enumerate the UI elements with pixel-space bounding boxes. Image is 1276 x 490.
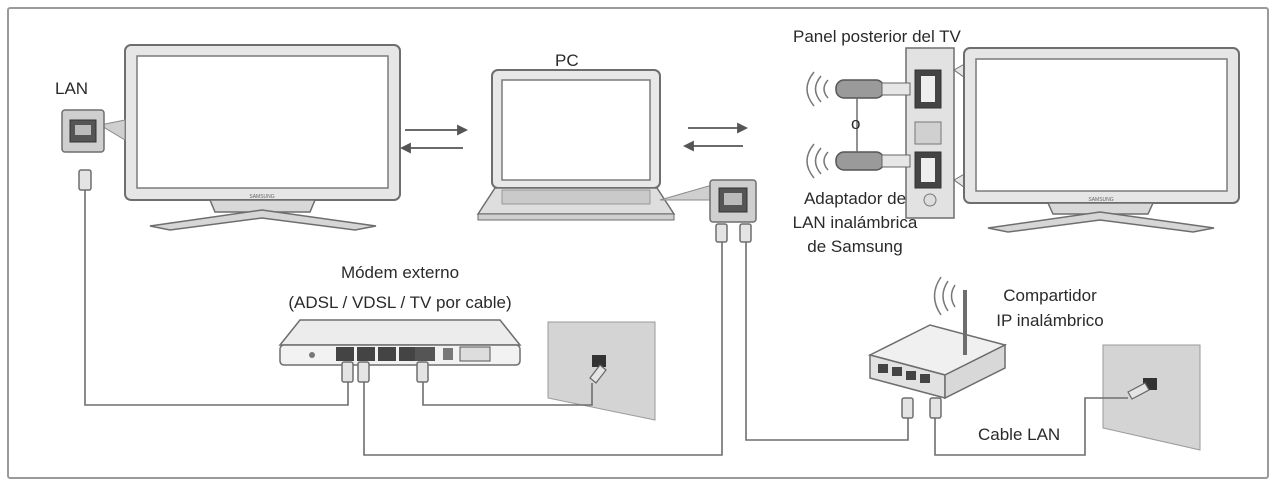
tv-left: SAMSUNG: [124, 44, 401, 231]
tv-left-brand: SAMSUNG: [249, 194, 274, 200]
tv-back-panel: [905, 47, 955, 219]
modem-plug-icon-1: [341, 361, 354, 383]
pc-plug-icon-2: [739, 223, 752, 243]
label-or: o: [851, 114, 861, 133]
modem-plug-icon-2: [357, 361, 370, 383]
label-adapter-line3: de Samsung: [807, 237, 903, 256]
label-adapter-line1: Adaptador de: [803, 189, 907, 208]
modem-plug-icon-3: [416, 361, 429, 383]
pc-plug-icon-1: [715, 223, 728, 243]
tv-right: SAMSUNG: [953, 47, 1240, 233]
arrows-pc-tv: [682, 122, 749, 152]
lan-plug-icon: [78, 169, 92, 191]
router-plug-icon-1: [901, 397, 914, 419]
wireless-router: [867, 276, 1008, 400]
tv-right-brand: SAMSUNG: [1088, 197, 1113, 203]
label-tv-back-panel: Panel posterior del TV: [793, 27, 961, 46]
arrows-tv-pc: [399, 124, 469, 154]
label-modem-line2: (ADSL / VDSL / TV por cable): [288, 293, 512, 312]
wireless-adapter-bottom: [806, 143, 911, 179]
pc-laptop: [476, 69, 676, 221]
lan-port-callout: [61, 109, 126, 153]
wall-jack-modem: [547, 321, 656, 421]
router-plug-icon-2: [929, 397, 942, 419]
label-router-line2: IP inalámbrico: [996, 311, 1104, 330]
label-modem-line1: Módem externo: [340, 263, 460, 282]
label-adapter-line2: LAN inalámbrica: [792, 213, 918, 232]
label-cable-lan: Cable LAN: [978, 425, 1061, 444]
label-lan: LAN: [55, 79, 89, 98]
wall-jack-router: [1102, 344, 1201, 451]
pc-lan-port-callout: [659, 179, 757, 223]
external-modem: [278, 319, 522, 366]
lan-cables: [84, 190, 1128, 456]
wireless-adapter-top: [806, 71, 911, 107]
label-pc: PC: [555, 51, 579, 70]
label-router-line1: Compartidor: [1003, 286, 1097, 305]
